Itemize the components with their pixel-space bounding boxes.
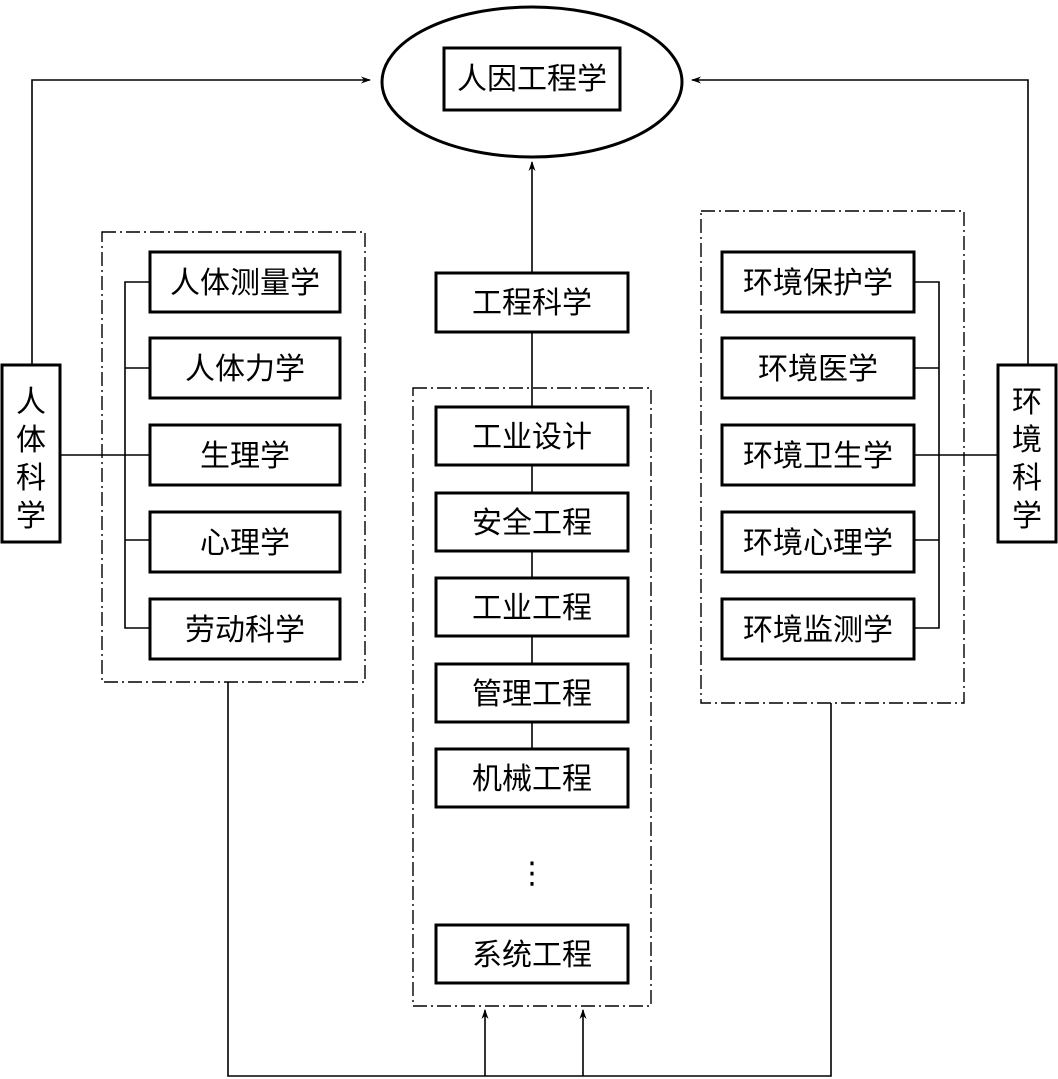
middle-item-label: 安全工程: [472, 506, 592, 541]
right-items: 环境保护学 环境医学 环境卫生学 环境心理学 环境监测学: [720, 250, 916, 661]
right-item-label: 环境心理学: [743, 526, 893, 561]
middle-item-box: [434, 576, 630, 638]
left-side-char: 体: [16, 423, 46, 458]
right-side-label: 环 境 科 学: [996, 363, 1058, 544]
left-item-label: 人体测量学: [170, 266, 320, 301]
right-side-box: [996, 363, 1058, 544]
right-item-box: [720, 250, 916, 314]
middle-item-label: 工业工程: [472, 591, 592, 626]
left-side-label: 人 体 科 学: [0, 363, 62, 544]
bottom-feedback-line: [227, 682, 832, 1077]
left-item-box: [148, 510, 342, 574]
right-side-char: 境: [1012, 423, 1042, 458]
left-item-box: [148, 250, 342, 314]
middle-item-box: [434, 491, 630, 553]
middle-last-label: 系统工程: [472, 938, 592, 973]
middle-item-label: 工业设计: [472, 420, 592, 455]
middle-header-label: 工程科学: [472, 286, 592, 321]
right-item-label: 环境监测学: [743, 613, 893, 648]
left-item-label: 劳动科学: [185, 613, 305, 648]
middle-last-box: [434, 923, 630, 985]
right-to-center-arrow: [691, 76, 1029, 365]
right-item-box: [720, 423, 916, 487]
middle-ellipsis: ⋮: [517, 856, 547, 891]
right-group-frame: [700, 210, 965, 704]
left-item-box: [148, 336, 342, 400]
left-item-label: 人体力学: [185, 352, 305, 387]
right-item-box: [720, 597, 916, 661]
right-item-label: 环境卫生学: [743, 439, 893, 474]
left-item-box: [148, 597, 342, 661]
right-item-box: [720, 336, 916, 400]
middle-item-box: [434, 747, 630, 809]
middle-group-frame: [412, 387, 652, 1007]
left-group-frame: [101, 231, 366, 683]
right-item-box: [720, 510, 916, 574]
left-side-char: 人: [16, 385, 46, 420]
central-node: 人因工程学: [380, 5, 684, 159]
right-item-label: 环境医学: [758, 352, 878, 387]
middle-items: 工业设计 安全工程 工业工程 管理工程 机械工程: [434, 405, 630, 809]
right-side-char: 科: [1012, 461, 1042, 496]
middle-item-label: 管理工程: [472, 677, 592, 712]
left-item-label: 心理学: [200, 526, 290, 561]
left-side-char: 科: [16, 461, 46, 496]
right-item-label: 环境保护学: [743, 266, 893, 301]
left-to-center-arrow: [31, 76, 371, 365]
left-items: 人体测量学 人体力学 生理学 心理学 劳动科学: [148, 250, 342, 661]
left-item-box: [148, 423, 342, 487]
middle-item-box: [434, 662, 630, 724]
left-side-box: [0, 363, 62, 544]
central-title: 人因工程学: [457, 62, 607, 97]
left-item-label: 生理学: [200, 439, 290, 474]
right-side-char: 学: [1012, 499, 1042, 534]
left-side-char: 学: [16, 499, 46, 534]
right-side-char: 环: [1012, 385, 1042, 420]
middle-item-label: 机械工程: [472, 762, 592, 797]
central-title-box: [442, 46, 622, 112]
middle-item-box: [434, 405, 630, 467]
